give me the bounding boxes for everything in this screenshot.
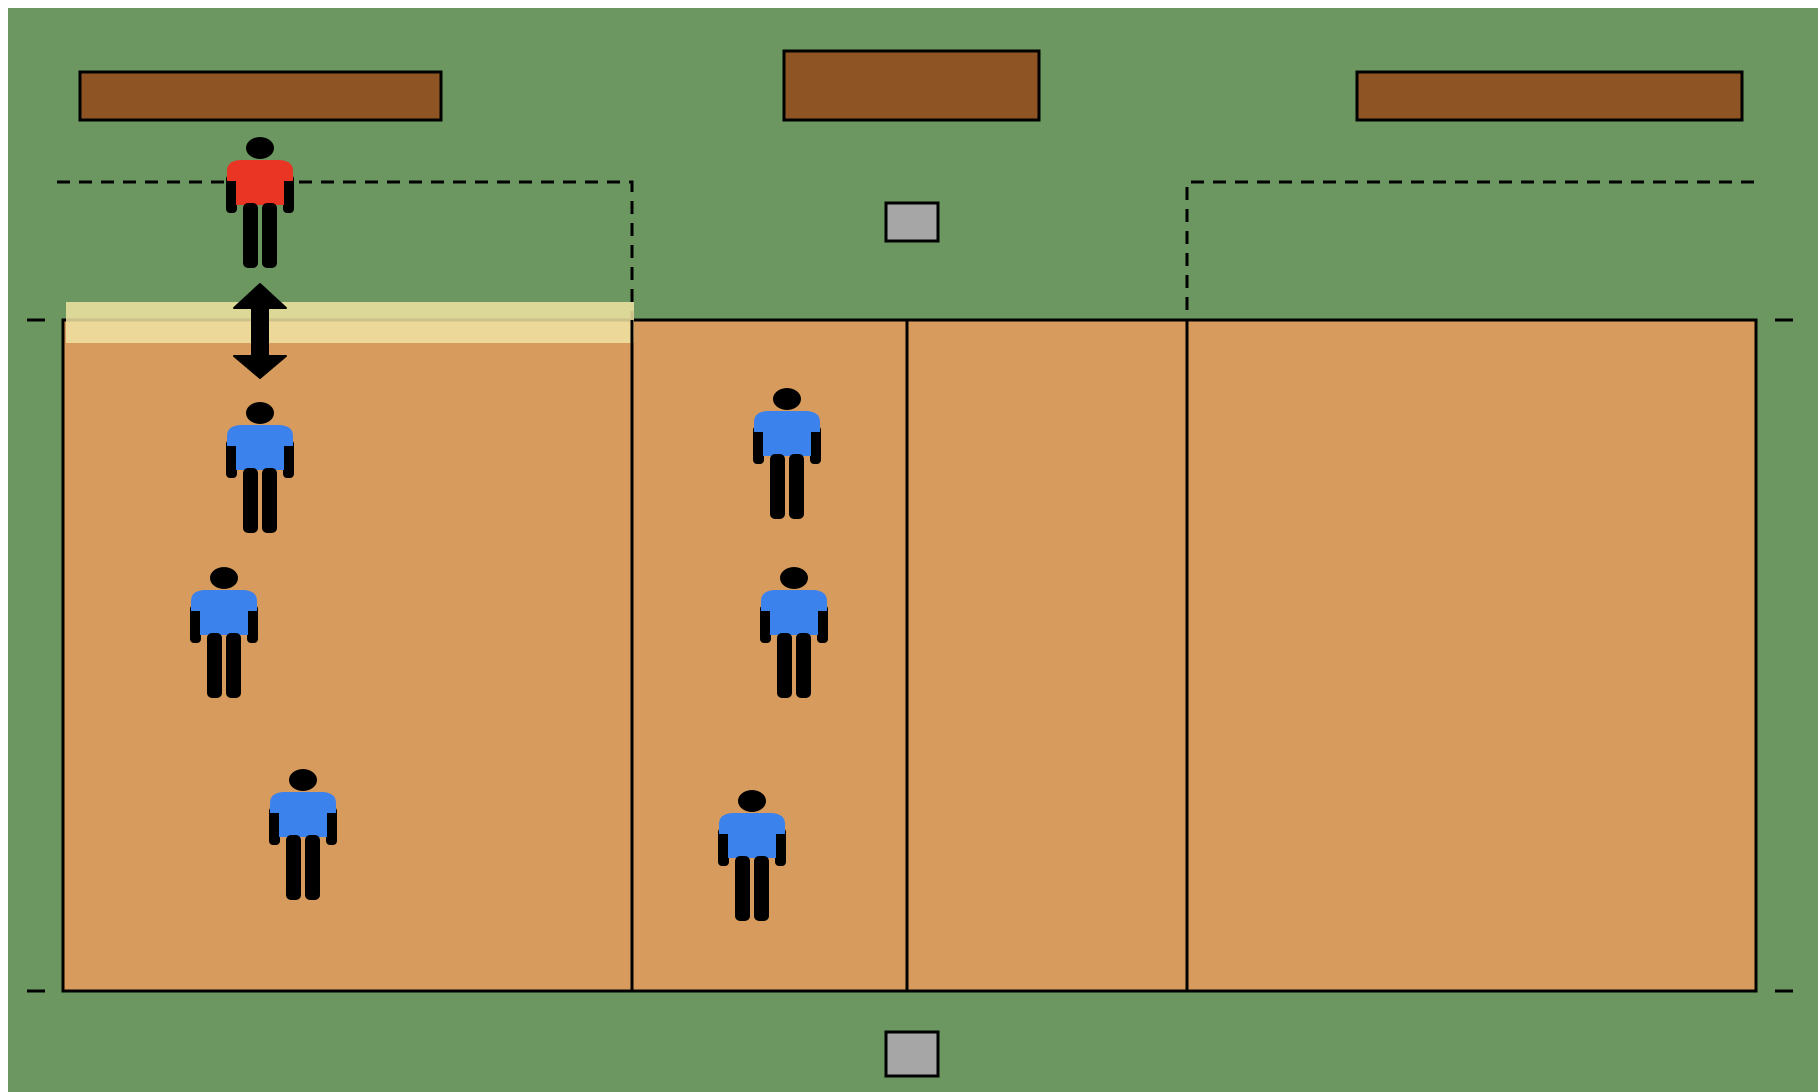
player-head [773, 388, 801, 410]
player-leg [207, 633, 222, 698]
player-shirt [270, 792, 336, 837]
player-shirt [191, 590, 257, 635]
player-head [738, 790, 766, 812]
net-post-bottom [886, 1032, 938, 1076]
player-leg [754, 856, 769, 921]
player-shirt [719, 813, 785, 858]
player-leg [735, 856, 750, 921]
net-post-top [886, 203, 938, 241]
player-shirt [754, 411, 820, 456]
player-head [289, 769, 317, 791]
player-leg [770, 454, 785, 519]
bench-left [80, 72, 441, 120]
player-leg [286, 835, 301, 900]
highlighted-zone [66, 302, 634, 343]
player-leg [777, 633, 792, 698]
player-head [246, 402, 274, 424]
bench-right [1357, 72, 1742, 120]
player-leg [243, 203, 258, 268]
player-shirt [761, 590, 827, 635]
player-leg [262, 203, 277, 268]
bench-center [784, 51, 1039, 120]
player-leg [305, 835, 320, 900]
player-head [780, 567, 808, 589]
player-shirt [227, 160, 293, 205]
player-leg [796, 633, 811, 698]
player-leg [226, 633, 241, 698]
player-leg [262, 468, 277, 533]
player-leg [243, 468, 258, 533]
player-leg [789, 454, 804, 519]
player-head [210, 567, 238, 589]
player-shirt [227, 425, 293, 470]
player-head [246, 137, 274, 159]
